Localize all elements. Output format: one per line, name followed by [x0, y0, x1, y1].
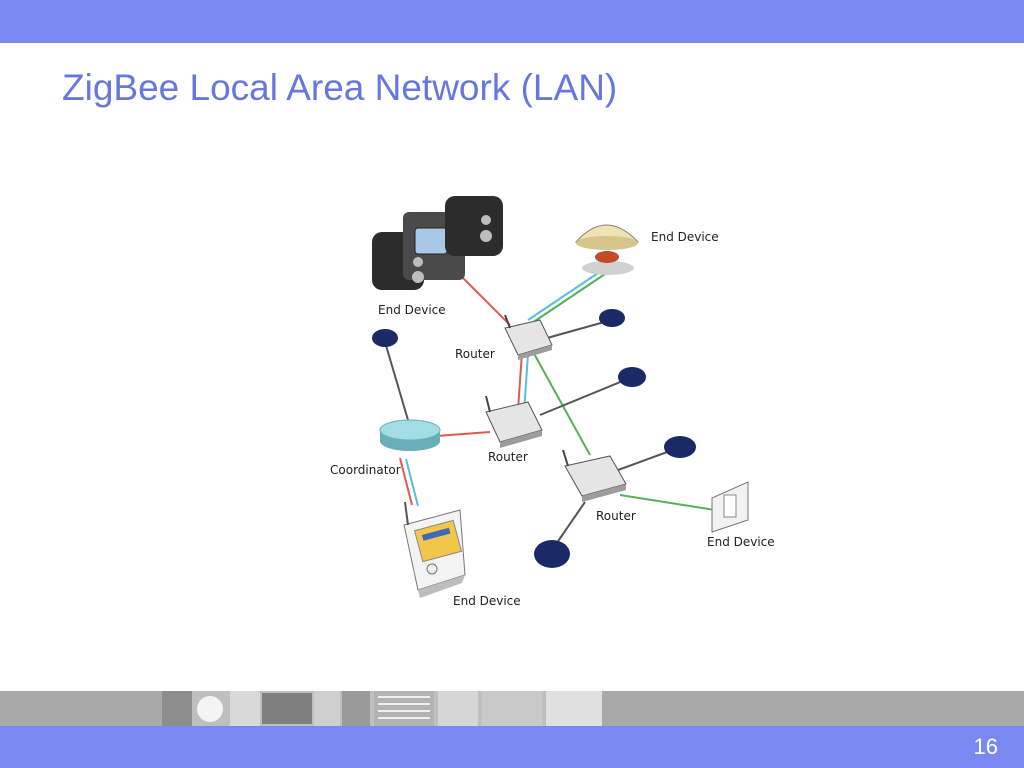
footer-band: [0, 726, 1024, 768]
router-right-icon: [563, 450, 626, 502]
link-coordinator-panel-a: [400, 458, 412, 505]
network-diagram: End Device End Device Router Router Rout…: [300, 180, 820, 630]
handheld-panel-icon: [404, 502, 465, 598]
footer-photo-collage: [162, 691, 602, 726]
switch-icon: [712, 482, 748, 532]
label-router-right: Router: [596, 509, 636, 523]
header-band: [0, 0, 1024, 43]
slide-title: ZigBee Local Area Network (LAN): [62, 64, 617, 112]
stub-router-top-node: [540, 321, 608, 340]
node-left: [372, 329, 398, 347]
router-middle-icon: [486, 396, 542, 448]
link-coordinator-panel-b: [406, 459, 418, 506]
stub-coordinator-node: [385, 342, 408, 420]
label-end-device-lamp: End Device: [651, 230, 719, 244]
footer-photo-strip: [162, 691, 602, 726]
page-number: 16: [974, 734, 998, 760]
coordinator-icon: [380, 420, 440, 451]
node-bottom: [534, 540, 570, 568]
link-router-top-speakers: [460, 275, 510, 325]
link-router-top-router-right: [532, 350, 590, 455]
diagram-svg: End Device End Device Router Router Rout…: [300, 180, 820, 630]
link-router-right-switch: [620, 495, 715, 510]
label-router-middle: Router: [488, 450, 528, 464]
label-router-top: Router: [455, 347, 495, 361]
speakers-icon: [372, 196, 503, 290]
label-end-device-panel: End Device: [453, 594, 521, 608]
label-end-device-switch: End Device: [707, 535, 775, 549]
link-router-middle-router-top-a: [518, 352, 522, 410]
node-middle-right: [618, 367, 646, 387]
label-coordinator: Coordinator: [330, 463, 401, 477]
node-right: [664, 436, 696, 458]
router-top-icon: [505, 315, 552, 360]
lamp-icon: [576, 225, 638, 275]
label-end-device-speakers: End Device: [378, 303, 446, 317]
stub-router-middle-node: [540, 378, 630, 415]
node-top-right: [599, 309, 625, 327]
